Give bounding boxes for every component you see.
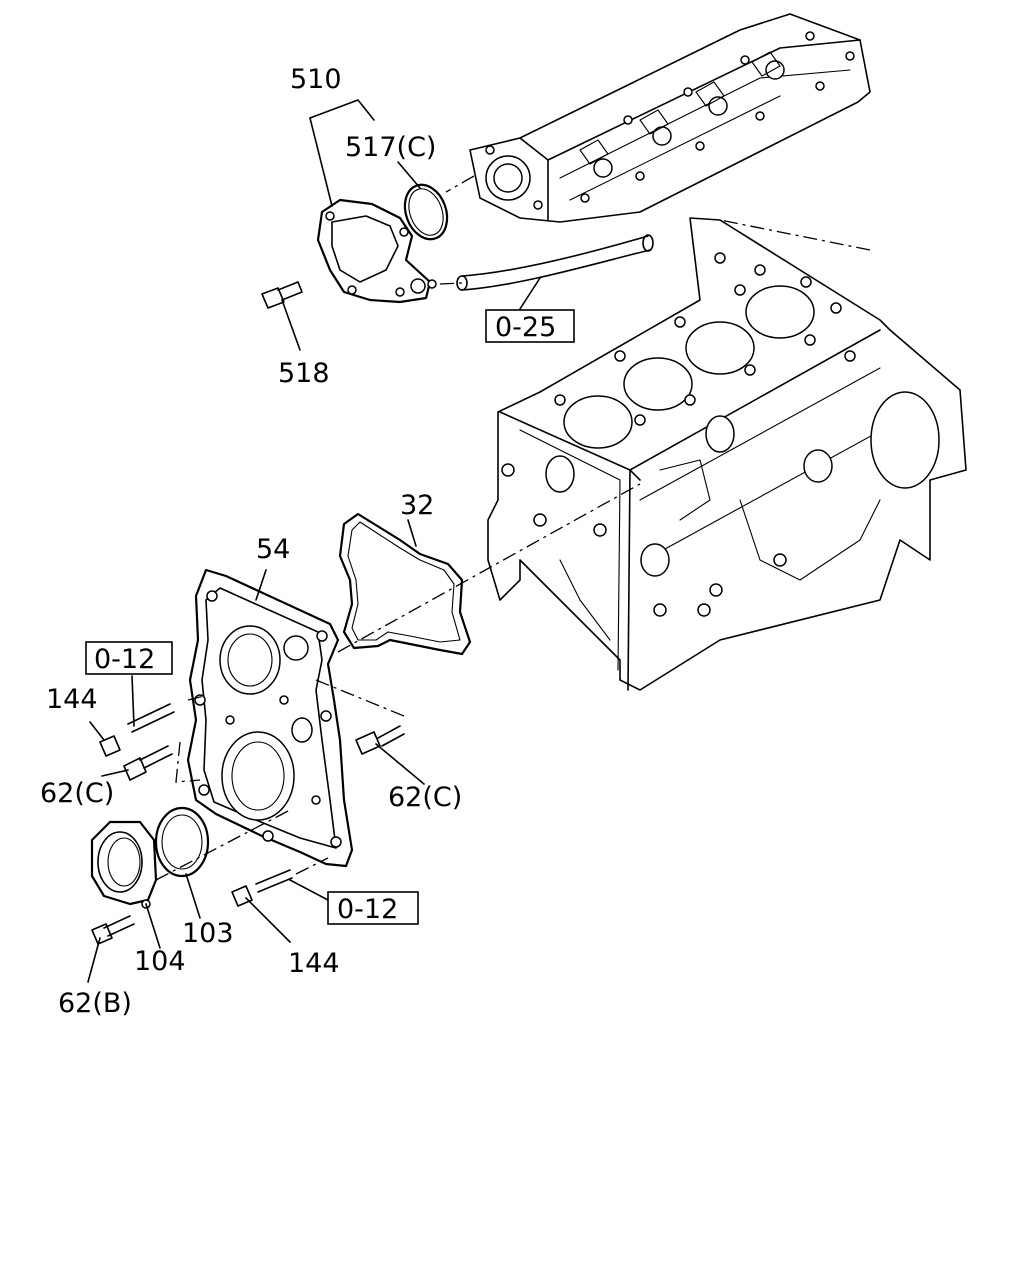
bolt-518 <box>261 281 303 309</box>
label-62b: 62(B) <box>58 988 132 1019</box>
reference-0-12-bottom: 0-12 <box>337 894 398 925</box>
label-518: 518 <box>278 358 330 389</box>
label-103: 103 <box>182 918 234 949</box>
label-62c-right: 62(C) <box>388 782 462 813</box>
water-hose <box>439 234 654 291</box>
label-510: 510 <box>290 64 342 95</box>
leader-lines <box>87 99 541 983</box>
label-54: 54 <box>256 534 290 565</box>
cylinder-block <box>487 217 967 691</box>
label-144-left: 144 <box>46 684 98 715</box>
label-144-bottom: 144 <box>288 948 340 979</box>
seal-retainer <box>90 820 158 909</box>
label-62c-left: 62(C) <box>40 778 114 809</box>
reference-boxes: 0-25 0-12 0-12 <box>85 309 575 925</box>
timing-cover <box>186 568 354 868</box>
gasket <box>338 512 472 656</box>
o-ring <box>403 183 449 241</box>
cylinder-head <box>469 13 871 223</box>
alignment-lines <box>155 175 641 881</box>
water-pump-housing <box>316 198 437 304</box>
label-32: 32 <box>400 490 434 521</box>
reference-0-12-left: 0-12 <box>94 644 155 675</box>
fasteners <box>91 703 405 945</box>
label-517c: 517(C) <box>345 132 436 163</box>
part-labels: 510 517(C) 518 32 54 144 62(C) 62(C) 103… <box>40 64 462 1019</box>
label-104: 104 <box>134 946 186 977</box>
oil-seal <box>154 806 210 878</box>
reference-0-25: 0-25 <box>495 312 556 343</box>
